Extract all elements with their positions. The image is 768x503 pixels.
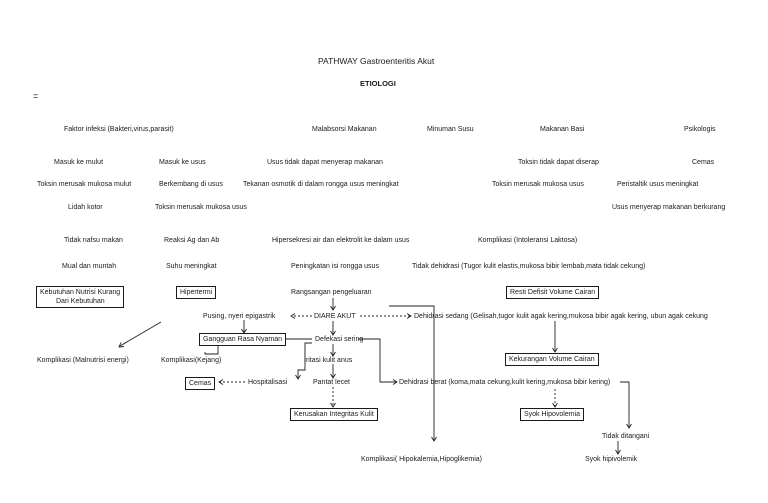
node-diare-akut: DIARE AKUT <box>314 313 356 320</box>
node-suhu-meningkat: Suhu meningkat <box>166 263 217 270</box>
node-lidah-kotor: Lidah kotor <box>68 204 103 211</box>
arrow-defekasi-hospitalisasi <box>297 342 312 378</box>
arrowhead <box>330 330 336 336</box>
arrow-gangguan-kejang <box>204 345 219 355</box>
arrowhead <box>290 313 296 319</box>
arrowhead <box>615 449 621 455</box>
diagnosis-box-kekurangan-volume: Kekurangan Volume Cairan <box>505 353 599 366</box>
node-syok-hipivolemik: Syok hipivolemik <box>585 456 638 463</box>
node-peristaltik: Peristaltik usus meningkat <box>617 181 699 188</box>
arrow-berat-tidak-ditangani <box>620 381 630 427</box>
arrow-nutrisi-malnutrisi <box>119 321 162 347</box>
node-toksin-merusak-usus: Toksin merusak mukosa usus <box>492 181 584 188</box>
section-heading: ETIOLOGI <box>360 79 396 88</box>
node-hospitalisasi: Hospitalisasi <box>248 379 288 386</box>
arrowhead <box>330 305 336 311</box>
arrowhead <box>330 402 336 408</box>
diagnosis-box-resti-defisit: Resti Defisit Volume Cairan <box>506 286 600 299</box>
node-pantat-lecet: Pantat lecet <box>313 379 350 386</box>
diagnosis-box-cemas: Cemas <box>185 377 216 390</box>
diagnosis-box-gangguan-nyaman: Gangguan Rasa Nyaman <box>199 333 286 346</box>
node-mual-muntah: Mual dan muntah <box>62 263 117 270</box>
arrowhead <box>552 402 558 408</box>
arrowhead <box>218 379 224 385</box>
arrowhead <box>626 423 632 429</box>
nutrisi-line-2: Dari Kebutuhan <box>56 298 105 305</box>
node-berkembang-usus: Berkembang di usus <box>159 181 223 188</box>
diagnosis-box-hipertermi: Hipertermi <box>176 286 217 299</box>
diagnosis-box-kerusakan-kulit: Kerusakan Integritas Kulit <box>290 408 378 421</box>
node-toksin-tidak-diserap: Toksin tidak dapat diserap <box>518 159 599 166</box>
node-pusing: Pusing, nyeri epigastrik <box>203 313 276 320</box>
node-dehidrasi-sedang: Dehidrasi sedang (Gelisah,tugor kulit ag… <box>414 313 708 320</box>
node-tidak-nafsu-makan: Tidak nafsu makan <box>64 237 123 244</box>
nutrisi-line-1: Kebutuhan Nutrisi Kurang <box>40 289 121 296</box>
node-cemas: Cemas <box>692 159 715 166</box>
node-malabsorsi: Malabsorsi Makanan <box>312 126 377 133</box>
diagram-title: PATHWAY Gastroenteritis Akut <box>318 56 435 66</box>
node-rangsangan: Rangsangan pengeluaran <box>291 289 372 296</box>
diagnosis-box-syok-hipovolemia: Syok Hipovolemia <box>520 408 585 421</box>
node-masuk-usus: Masuk ke usus <box>159 159 206 166</box>
node-peningkatan-isi: Peningkatan isi rongga usus <box>291 263 379 270</box>
node-masuk-mulut: Masuk ke mulut <box>54 159 104 166</box>
node-psikologis: Psikologis <box>684 126 716 133</box>
diagnosis-box-nutrisi: Kebutuhan Nutrisi Kurang Dari Kebutuhan <box>36 286 125 308</box>
node-komplikasi-malnutrisi: Komplikasi (Malnutrisi energi) <box>37 357 129 364</box>
node-tidak-dehidrasi: Tidak dehidrasi (Tugor kulit elastis,muk… <box>412 263 646 270</box>
node-iritasi-kulit: Iritasi kulit anus <box>304 357 353 364</box>
arrowhead <box>552 347 558 353</box>
marker-text: = <box>33 91 39 101</box>
node-usus-tidak-menyerap: Usus tidak dapat menyerap makanan <box>267 159 383 166</box>
node-toksin-merusak-mulut: Toksin merusak mukosa mulut <box>37 181 132 188</box>
arrow-rangsangan-komplikasi-hipo <box>389 305 435 440</box>
arrowhead <box>330 373 336 379</box>
node-faktor-infeksi: Faktor infeksi (Bakteri,virus,parasit) <box>64 126 174 133</box>
arrowhead <box>295 374 301 380</box>
arrowhead <box>431 436 437 442</box>
node-tidak-ditangani: Tidak ditangani <box>602 433 650 440</box>
node-toksin-merusak-usus-2: Toksin merusak mukosa usus <box>155 204 247 211</box>
arrowhead <box>406 313 412 319</box>
node-komplikasi-hipo: Komplikasi( Hipokalemia,Hipoglikemia) <box>361 456 482 463</box>
node-tekanan-osmotik: Tekanan osmotik di dalam rongga usus men… <box>243 181 399 188</box>
node-komplikasi-kejang: Komplikasi(Kejang) <box>161 357 222 364</box>
node-komplikasi-laktosa: Komplikasi (Intoleransi Laktosa) <box>478 237 578 244</box>
node-minuman-susu: Minuman Susu <box>427 126 474 133</box>
arrowhead <box>392 379 398 385</box>
node-reaksi-ag-ab: Reaksi Ag dan Ab <box>164 237 220 244</box>
node-hipersekresi: Hipersekresi air dan elektrolit ke dalam… <box>272 237 410 244</box>
arrowhead <box>330 351 336 357</box>
node-dehidrasi-berat: Dehidrasi berat (koma,mata cekung,kulit … <box>399 379 611 386</box>
node-usus-menyerap: Usus menyerap makanan berkurang <box>612 204 726 211</box>
node-defekasi: Defekasi sering <box>315 336 364 343</box>
node-makanan-basi: Makanan Basi <box>540 126 585 133</box>
arrow-defekasi-dehidrasi-berat <box>358 338 396 383</box>
arrowhead <box>118 342 125 348</box>
